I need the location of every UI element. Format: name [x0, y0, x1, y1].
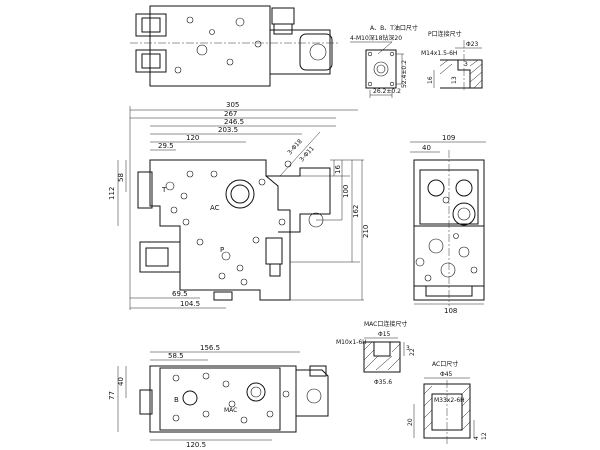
ac-dim-4: 4	[473, 436, 480, 440]
ab-port-dim-52-4: 52.4±0.2	[401, 60, 408, 88]
p-port-dim-16: 16	[427, 76, 434, 84]
p-port-thread: M14x1.5-6H	[421, 50, 457, 57]
mac-port-title: MAC口连接尺寸	[364, 320, 407, 328]
dim-100: 100	[342, 185, 350, 198]
dim-16: 16	[334, 165, 342, 174]
hole-callout-18: 3-Φ18	[286, 138, 304, 156]
bottom-dim-58-5: 58.5	[168, 352, 184, 360]
dim-69-5: 69.5	[172, 290, 188, 298]
ac-port-title: AC口尺寸	[432, 360, 458, 368]
p-port-detail: P口连接尺寸 Φ23 M14x1.5-6H 16 13 3	[421, 30, 483, 92]
ac-port-detail: AC口尺寸 Φ45 Φ35.6 M33x2-6H 20 4 12	[374, 360, 488, 444]
p-port-dim-3: 3	[464, 61, 468, 68]
mac-dim-3: 3	[406, 345, 410, 352]
ac-port-dia-45: Φ45	[440, 371, 453, 378]
port-label-p: P	[220, 246, 224, 254]
bottom-dim-40: 40	[117, 377, 125, 386]
dim-203-5: 203.5	[218, 126, 238, 134]
mac-dim-22: 22	[409, 348, 416, 356]
bottom-port-b: B	[174, 396, 179, 404]
port-label-t: T	[161, 186, 167, 194]
side-dim-109: 109	[442, 134, 455, 142]
dim-112: 112	[108, 187, 116, 200]
dim-210: 210	[362, 225, 370, 238]
side-view: 109 40 108	[410, 134, 486, 315]
bottom-dim-120-5: 120.5	[186, 441, 206, 449]
side-dim-40: 40	[422, 144, 431, 152]
dim-104-5: 104.5	[180, 300, 200, 308]
dim-305: 305	[226, 101, 239, 109]
top-view	[130, 5, 340, 87]
dim-120: 120	[186, 134, 199, 142]
ab-port-title: A、B、T油口尺寸	[370, 24, 418, 32]
port-label-ac: AC	[210, 204, 220, 212]
p-port-dim-13: 13	[451, 76, 458, 84]
dim-162: 162	[352, 205, 360, 218]
dim-29-5: 29.5	[158, 142, 174, 150]
mac-port-thread: M10x1-6H	[336, 339, 367, 346]
ac-dim-12: 12	[481, 432, 488, 440]
ab-port-dim-26-2: 26.2±0.2	[373, 88, 401, 95]
p-port-title: P口连接尺寸	[428, 30, 462, 38]
front-view: 305 267 246.5 203.5 120 29.5 3-Φ18 3-Φ11	[108, 101, 370, 310]
mac-port-detail: MAC口连接尺寸 M10x1-6H Φ15 3 22	[336, 320, 416, 373]
dim-267: 267	[224, 110, 237, 118]
mac-port-dia: Φ15	[378, 331, 391, 338]
bottom-dim-156-5: 156.5	[200, 344, 220, 352]
ab-port-detail: A、B、T油口尺寸 4-M10深18钻深20 52.4±0.2 26.2±0.2	[350, 24, 418, 98]
ac-port-thread: M33x2-6H	[434, 397, 465, 404]
hole-callout-11: 3-Φ11	[298, 145, 316, 163]
ac-port-dia-35-6: Φ35.6	[374, 379, 392, 386]
bottom-view: 156.5 58.5 B MAC 77 40 120.5	[108, 344, 329, 449]
bottom-port-mac: MAC	[224, 407, 237, 414]
ac-dim-20: 20	[407, 418, 414, 426]
dim-246-5: 246.5	[224, 118, 244, 126]
bottom-dim-77: 77	[108, 391, 116, 400]
p-port-dia: Φ23	[466, 41, 479, 48]
side-dim-108: 108	[444, 307, 457, 315]
ab-port-bolt-label: 4-M10深18钻深20	[350, 34, 402, 42]
dim-58: 58	[117, 173, 125, 182]
